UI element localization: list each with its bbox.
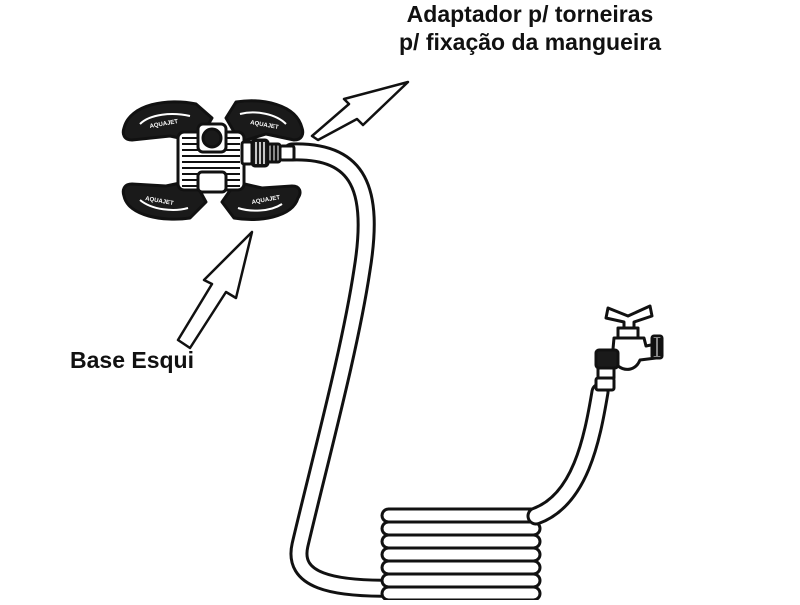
faucet-handle: [604, 304, 654, 332]
hose-coil: [380, 507, 542, 602]
arrow-to-adapter: [310, 80, 410, 142]
logo-mark-top-left: AQUAJET: [149, 119, 179, 130]
logo-mark-bottom-left: AQUAJET: [145, 196, 175, 207]
adapter-label-line1: Adaptador p/ torneiras: [406, 1, 654, 27]
base-hub-hole: [201, 127, 223, 149]
logo-mark-top-right: AQUAJET: [250, 120, 280, 131]
hose-adapter: [240, 138, 296, 168]
logo-mark-bottom-right: AQUAJET: [251, 195, 281, 206]
faucet-coupler: [594, 348, 620, 370]
base-logo-marks: AQUAJET AQUAJET AQUAJET AQUAJET: [145, 119, 281, 207]
hose: [282, 142, 410, 598]
faucet: [594, 304, 664, 392]
arrow-to-base: [176, 230, 254, 350]
ski-base: [121, 99, 305, 221]
hose-to-faucet: [526, 382, 610, 526]
adapter-label: Adaptador p/ torneiras p/ fixação da man…: [340, 0, 720, 56]
adapter-label-line2: p/ fixação da mangueira: [398, 29, 662, 55]
hose-inner: [285, 145, 407, 595]
base-label: Base Esqui: [70, 347, 194, 373]
ski-arm-top-right: [224, 99, 305, 144]
